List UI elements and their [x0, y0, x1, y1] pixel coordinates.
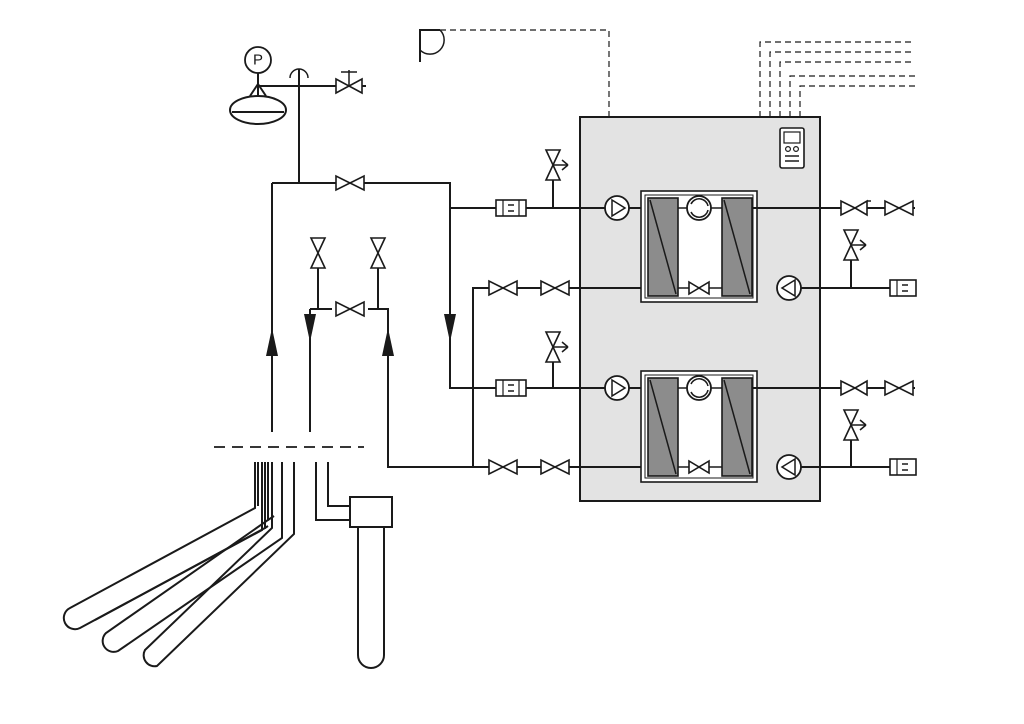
check-valve-icon	[540, 279, 570, 297]
valve-icon	[369, 237, 387, 269]
sensor-signal-line	[440, 29, 610, 117]
valve-icon	[488, 279, 518, 297]
valve-icon	[335, 300, 365, 318]
valve-icon	[840, 199, 868, 217]
valve-icon	[884, 379, 914, 397]
flow-arrow-up-icon	[382, 328, 394, 356]
valve-icon	[884, 199, 914, 217]
compressor-icon	[686, 195, 712, 221]
valve-icon	[309, 237, 327, 269]
fill-valve-icon	[544, 149, 569, 181]
pressure-gauge-label: P	[253, 52, 263, 69]
fill-valve-icon	[842, 229, 867, 261]
return-riser-pipe	[472, 287, 644, 467]
heat-pump-module-lower	[640, 370, 758, 483]
control-panel-icon	[779, 127, 805, 169]
flow-arrow-up-icon	[266, 328, 278, 356]
circulation-pump-icon	[776, 454, 802, 480]
filter-icon	[889, 458, 917, 476]
filter-icon	[889, 279, 917, 297]
safety-valve-icon	[335, 70, 363, 95]
heat-pump-module-upper	[640, 190, 758, 303]
fill-valve-icon	[544, 331, 569, 363]
control-cables	[759, 41, 915, 117]
outdoor-sensor-icon	[419, 29, 445, 62]
valve-icon	[488, 458, 518, 476]
pressure-gauge-icon: P	[244, 46, 272, 84]
air-vent-icon	[289, 68, 309, 86]
filter-icon	[495, 379, 527, 397]
valve-icon	[840, 379, 868, 397]
circulation-pump-icon	[604, 195, 630, 221]
vessel-manifold-pipe	[257, 85, 366, 183]
check-valve-icon	[540, 458, 570, 476]
flow-arrow-down-icon	[444, 314, 456, 342]
supply-riser-pipe	[449, 183, 468, 389]
filter-icon	[495, 199, 527, 217]
fill-valve-icon	[842, 409, 867, 441]
compressor-icon	[686, 375, 712, 401]
circulation-pump-icon	[604, 375, 630, 401]
circulation-pump-icon	[776, 275, 802, 301]
flow-arrow-down-icon	[304, 314, 316, 342]
well-probe-icon	[315, 462, 393, 669]
valve-icon	[335, 174, 365, 192]
ground-collector-icon	[62, 462, 295, 668]
